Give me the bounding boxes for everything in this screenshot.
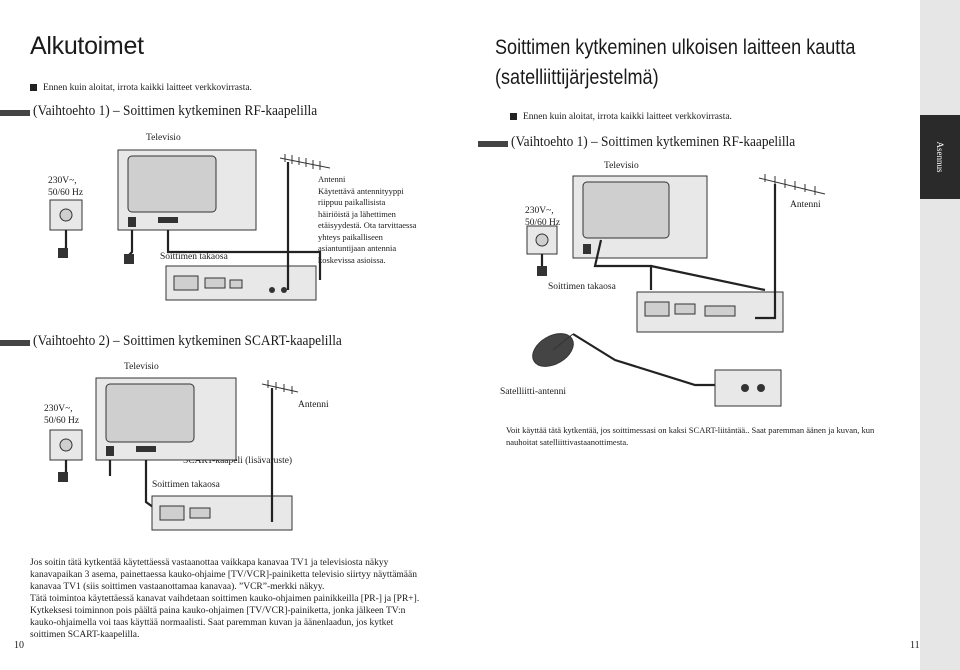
tv-label-1: Televisio (146, 133, 181, 143)
antenna-text-1: Käytettävä antennityyppi riippuu paikall… (318, 185, 417, 265)
back-label-1: Soittimen takaosa (160, 252, 228, 262)
scart-label: SCART-kaapeli (lisävaruste) (183, 456, 293, 466)
power-label-3: 230V~, 50/60 Hz (525, 206, 561, 228)
side-strip (920, 0, 960, 670)
antenna-label-2: Antenni (298, 400, 329, 410)
back-label-2: Soittimen takaosa (152, 480, 220, 490)
power-label-2: 230V~, 50/60 Hz (44, 404, 80, 426)
rf-connection-diagram-left (49, 149, 330, 301)
satellite-dish-icon (532, 333, 574, 367)
section-tab-label: Asennus (935, 141, 945, 173)
page-number-left: 10 (14, 640, 24, 651)
antenna-label-3: Antenni (790, 200, 821, 210)
satellite-label: Satelliitti-antenni (500, 387, 566, 397)
page-number-right: 11 (910, 640, 920, 651)
tv-label-2: Televisio (124, 362, 159, 372)
power-plug-icon (58, 248, 68, 258)
bullet-icon (30, 84, 37, 92)
page-title-right-1: Soittimen kytkeminen ulkoisen laitteen k… (495, 36, 856, 59)
satellite-connection-diagram (526, 175, 784, 407)
power-label-1: 230V~, 50/60 Hz (48, 176, 84, 198)
satellite-text: Voit käyttää tätä kytkentää, jos soittim… (506, 425, 875, 447)
note-left: Ennen kuin aloitat, irrota kaikki laitte… (30, 83, 252, 93)
antenna-diagram-right (755, 174, 826, 320)
back-label-3: Soittimen takaosa (548, 282, 616, 292)
option2-heading: (Vaihtoehto 2) – Soittimen kytkeminen SC… (33, 333, 342, 349)
note-right: Ennen kuin aloitat, irrota kaikki laitte… (510, 112, 732, 122)
bullet-icon-2 (510, 113, 517, 121)
scart-connection-diagram (49, 377, 299, 531)
note-left-text: Ennen kuin aloitat, irrota kaikki laitte… (43, 83, 252, 93)
tv-label-3: Televisio (604, 161, 639, 171)
option1-heading-right: (Vaihtoehto 1) – Soittimen kytkeminen RF… (511, 134, 796, 150)
antenna-note-1: Antenni Käytettävä antennityyppi riippuu… (318, 174, 418, 266)
antenna-title-1: Antenni (318, 174, 346, 184)
heading-bar-3 (478, 141, 508, 147)
antenna-icon-3 (758, 174, 826, 195)
antenna-icon-2 (261, 380, 299, 394)
antenna-icon (279, 154, 330, 170)
heading-bar (0, 110, 30, 116)
page-title-right-2: (satelliittijärjestelmä) (495, 66, 659, 89)
footer-text: Jos soitin tätä kytkentää käytettäessä v… (30, 558, 420, 640)
section-tab: Asennus (920, 115, 960, 199)
page-title-left: Alkutoimet (30, 32, 144, 60)
note-right-text: Ennen kuin aloitat, irrota kaikki laitte… (523, 112, 732, 122)
option1-heading-left: (Vaihtoehto 1) – Soittimen kytkeminen RF… (33, 103, 318, 119)
heading-bar-2 (0, 340, 30, 346)
